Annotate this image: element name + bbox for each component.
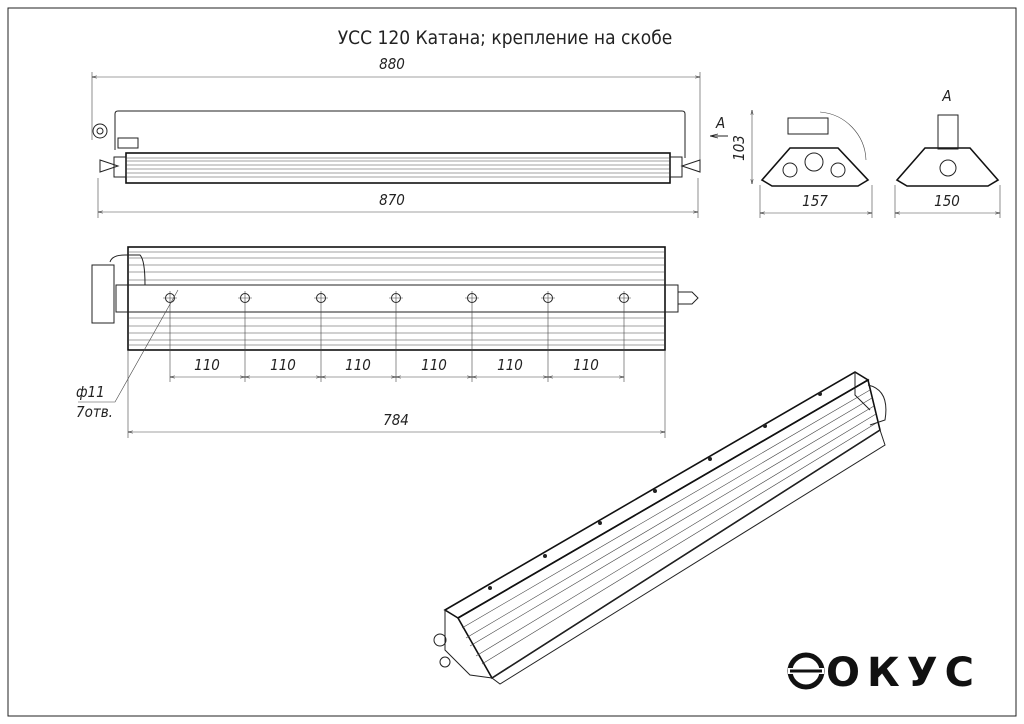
dimension-body-length: 870: [379, 191, 405, 209]
dimension-mount-length: 784: [383, 411, 409, 429]
dimension-overall-length: 880: [379, 55, 405, 73]
dimension-hole-spacing: 110: [573, 356, 599, 374]
dimension-hole-spacing: 110: [270, 356, 296, 374]
hole-count-label: 7отв.: [76, 403, 113, 421]
mount-hole: [541, 291, 555, 305]
dimension-height: 103: [730, 135, 748, 161]
hole-diameter-label: ф11: [76, 383, 105, 401]
mount-hole: [238, 291, 252, 305]
dimension-hole-spacing: 110: [194, 356, 220, 374]
mount-hole: [314, 291, 328, 305]
front-view: 880 870 A: [91, 55, 728, 218]
view-a-label: A: [941, 87, 951, 105]
mount-hole: [465, 291, 479, 305]
dimension-hole-spacing: 110: [421, 356, 447, 374]
dimension-hole-spacing: 110: [497, 356, 523, 374]
dimension-side-width: 157: [802, 192, 828, 210]
view-marker-a: A: [715, 114, 725, 132]
plan-view: 110 110 110 110 110 110 ф11 7отв. 784: [76, 246, 699, 438]
logo-text: ОКУС: [826, 650, 976, 696]
dimension-view-a-width: 150: [934, 192, 960, 210]
view-a: A 150: [894, 87, 1001, 218]
mount-hole: [163, 291, 177, 305]
drawing-frame: [7, 7, 1017, 717]
mount-hole: [617, 291, 631, 305]
isometric-view: [433, 371, 887, 685]
focus-logo: ОКУС: [787, 650, 976, 696]
dimension-hole-spacing: 110: [345, 356, 371, 374]
side-view: 103 157: [730, 110, 873, 218]
mount-hole: [389, 291, 403, 305]
drawing-title: УСС 120 Катана; крепление на скобе: [338, 27, 673, 49]
